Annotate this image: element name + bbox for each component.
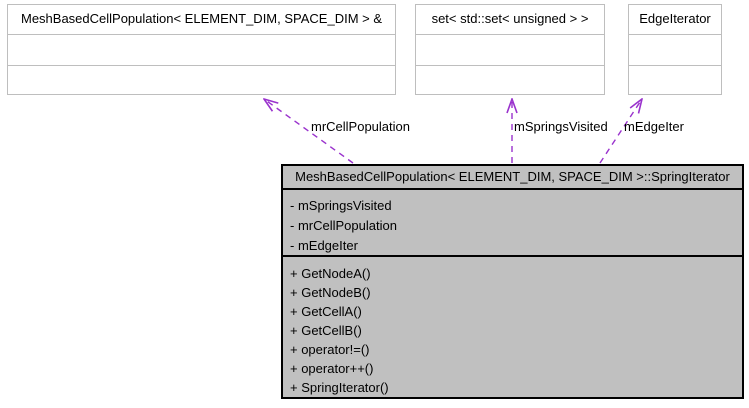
method-item: + GetNodeA(): [290, 266, 371, 281]
class-node-title: EdgeIterator: [629, 5, 721, 35]
attribute-item: - mEdgeIter: [290, 238, 358, 253]
methods-compartment: + GetNodeA() + GetNodeB() + GetCellA() +…: [283, 257, 742, 397]
attributes-compartment-empty: [8, 35, 395, 66]
class-node-std-set: set< std::set< unsigned > >: [415, 4, 605, 95]
method-item: + GetCellB(): [290, 323, 362, 338]
methods-compartment-empty: [8, 66, 395, 94]
class-node-meshbasedcellpopulation-ref: MeshBasedCellPopulation< ELEMENT_DIM, SP…: [7, 4, 396, 95]
method-item: + GetNodeB(): [290, 285, 371, 300]
class-node-title: MeshBasedCellPopulation< ELEMENT_DIM, SP…: [283, 166, 742, 190]
methods-compartment-empty: [416, 66, 604, 94]
class-node-springiterator: MeshBasedCellPopulation< ELEMENT_DIM, SP…: [281, 164, 744, 399]
attributes-compartment: - mSpringsVisited - mrCellPopulation - m…: [283, 190, 742, 257]
method-item: + operator!=(): [290, 342, 370, 357]
attributes-compartment-empty: [416, 35, 604, 66]
edge-label-mspringsvisited: mSpringsVisited: [514, 119, 608, 134]
class-node-title: MeshBasedCellPopulation< ELEMENT_DIM, SP…: [8, 5, 395, 35]
edge-label-medgeiter: mEdgeIter: [624, 119, 684, 134]
methods-compartment-empty: [629, 66, 721, 94]
class-node-title: set< std::set< unsigned > >: [416, 5, 604, 35]
attribute-item: - mSpringsVisited: [290, 198, 392, 213]
attributes-compartment-empty: [629, 35, 721, 66]
attribute-item: - mrCellPopulation: [290, 218, 397, 233]
class-node-edgeiterator: EdgeIterator: [628, 4, 722, 95]
method-item: + operator++(): [290, 361, 374, 376]
method-item: + SpringIterator(): [290, 380, 389, 395]
method-item: + GetCellA(): [290, 304, 362, 319]
edge-label-mrcellpopulation: mrCellPopulation: [311, 119, 410, 134]
